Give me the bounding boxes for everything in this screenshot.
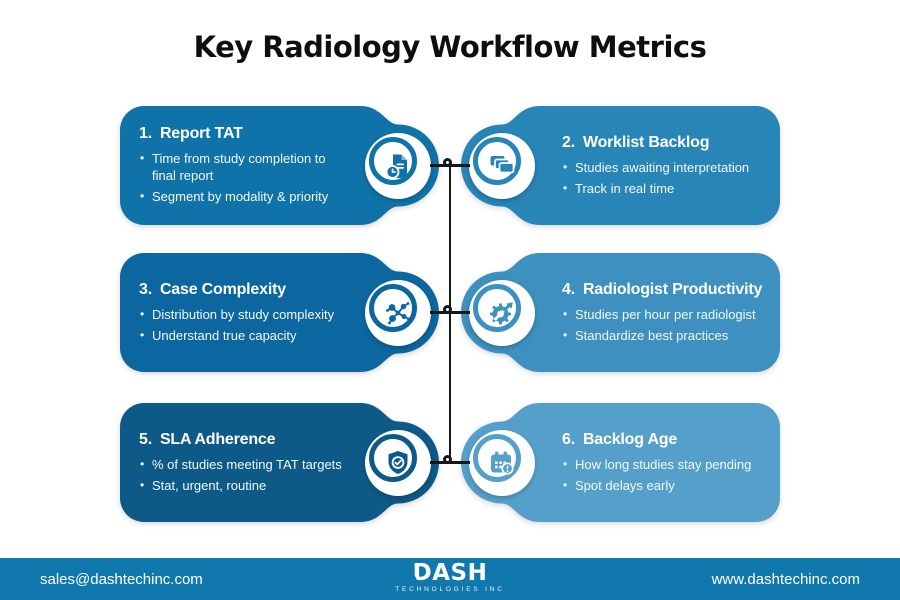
card-title: 1. Report TAT xyxy=(139,125,351,143)
bullet-item: Understand true capacity xyxy=(139,328,351,345)
connector-node xyxy=(442,158,452,167)
gear-arrow-icon xyxy=(487,298,517,328)
card-report-tat: 1. Report TAT Time from study completion… xyxy=(139,106,351,225)
card-title-text: Case Complexity xyxy=(159,280,286,298)
card-title: 4. Radiologist Productivity xyxy=(562,281,784,299)
bullet-item: % of studies meeting TAT targets xyxy=(139,457,351,474)
footer-bar: sales@dashtechinc.com DASH TECHNOLOGIES … xyxy=(0,558,900,600)
card-sla-adherence: 5. SLA Adherence % of studies meeting TA… xyxy=(139,403,351,522)
card-title-text: Report TAT xyxy=(159,125,243,143)
card-number: 4. xyxy=(562,280,575,298)
card-backlog-age: 6. Backlog Age How long studies stay pen… xyxy=(562,403,784,522)
card-title: 6. Backlog Age xyxy=(562,431,784,449)
card-number: 1. xyxy=(139,125,152,143)
connector-vertical-line xyxy=(448,165,452,463)
footer-email-link[interactable]: sales@dashtechinc.com xyxy=(40,570,203,588)
card-bullets: % of studies meeting TAT targets Stat, u… xyxy=(139,457,351,495)
card-case-complexity: 3. Case Complexity Distribution by study… xyxy=(139,253,351,372)
connector-node xyxy=(442,455,452,464)
stacked-cards-icon xyxy=(487,151,517,181)
bullet-item: Studies awaiting interpretation xyxy=(562,160,784,177)
dash-logo-subtext: TECHNOLOGIES INC xyxy=(395,586,505,593)
bullet-item: Spot delays early xyxy=(562,478,784,495)
dash-logo-wordmark: DASH xyxy=(0,562,900,585)
card-bullets: Time from study completion to final repo… xyxy=(139,151,351,206)
connector-node xyxy=(442,305,452,314)
bullet-item: Stat, urgent, routine xyxy=(139,478,351,495)
card-title-text: Backlog Age xyxy=(582,430,678,448)
card-radiologist-productivity: 4. Radiologist Productivity Studies per … xyxy=(562,253,784,372)
card-number: 2. xyxy=(562,133,575,151)
card-number: 5. xyxy=(139,430,152,448)
page-title: Key Radiology Workflow Metrics xyxy=(193,30,707,64)
card-title: 3. Case Complexity xyxy=(139,281,351,299)
card-bullets: Studies awaiting interpretation Track in… xyxy=(562,160,784,198)
card-title-text: Radiologist Productivity xyxy=(582,280,763,298)
bullet-item: Time from study completion to final repo… xyxy=(139,151,351,185)
footer-website-link[interactable]: www.dashtechinc.com xyxy=(711,570,860,588)
dash-logo: DASH TECHNOLOGIES INC xyxy=(0,562,900,594)
network-nodes-icon xyxy=(383,298,413,328)
dash-logo-d-mark: D xyxy=(412,560,433,586)
bullet-item: Standardize best practices xyxy=(562,328,784,345)
document-clock-icon xyxy=(383,151,413,181)
bullet-item: Distribution by study complexity xyxy=(139,307,351,324)
card-bullets: How long studies stay pending Spot delay… xyxy=(562,457,784,495)
bullet-item: Track in real time xyxy=(562,181,784,198)
shield-check-icon xyxy=(383,448,413,478)
dash-logo-rest: ASH xyxy=(432,560,488,586)
card-number: 3. xyxy=(139,280,152,298)
card-number: 6. xyxy=(562,430,575,448)
card-bullets: Distribution by study complexity Underst… xyxy=(139,307,351,345)
card-title: 2. Worklist Backlog xyxy=(562,134,784,152)
card-title-text: SLA Adherence xyxy=(159,430,276,448)
bullet-item: Segment by modality & priority xyxy=(139,189,351,206)
card-worklist-backlog: 2. Worklist Backlog Studies awaiting int… xyxy=(562,106,784,225)
card-title-text: Worklist Backlog xyxy=(582,133,710,151)
card-bullets: Studies per hour per radiologist Standar… xyxy=(562,307,784,345)
calendar-alert-icon xyxy=(487,448,517,478)
card-title: 5. SLA Adherence xyxy=(139,431,351,449)
bullet-item: How long studies stay pending xyxy=(562,457,784,474)
bullet-item: Studies per hour per radiologist xyxy=(562,307,784,324)
